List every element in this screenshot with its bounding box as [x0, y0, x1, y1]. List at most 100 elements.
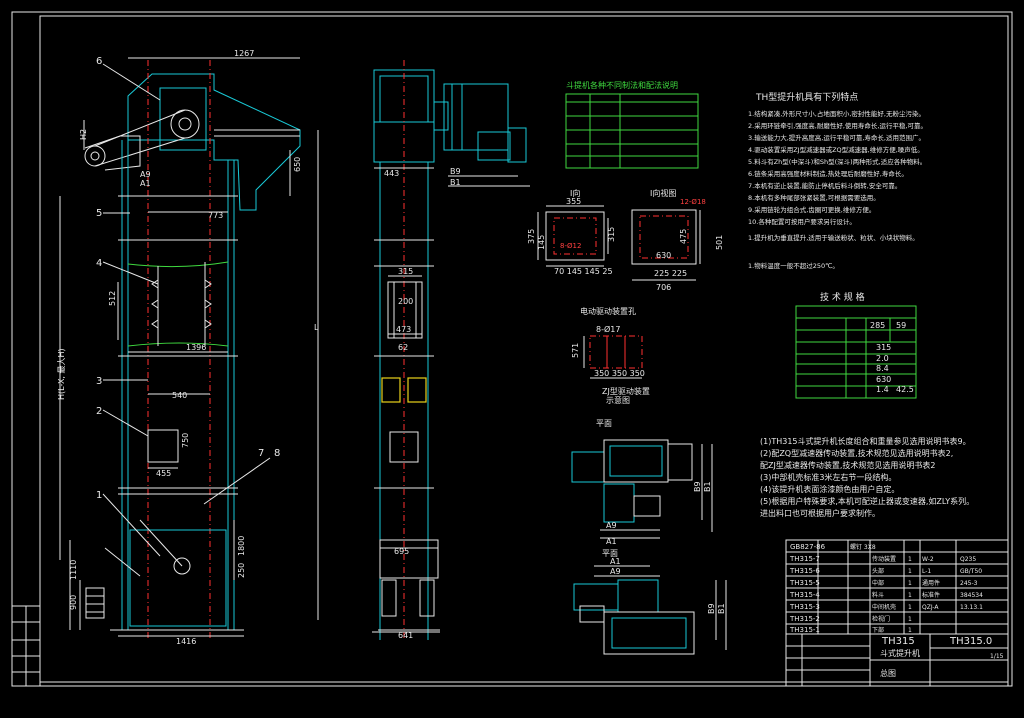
- dim-443: 443: [384, 169, 399, 178]
- dim-630: 630: [656, 251, 671, 260]
- title-block-top-code: GB827-86: [790, 543, 826, 551]
- sheet-number: 1/15: [990, 653, 1004, 660]
- dim-375: 375: [527, 229, 536, 244]
- drive-top-b9: B9: [693, 481, 702, 492]
- side-view: [372, 60, 530, 640]
- dim-1416: 1416: [176, 637, 196, 646]
- side-view-labels: 443 B9 B1 315 200 473 62 695 641: [384, 167, 461, 640]
- feature-line-2: 2.采用环链牵引,强度高,耐磨性好,使用寿命长,运行平稳,可靠。: [748, 121, 927, 130]
- feature-line-7: 7.本机有逆止装置,能防止停机后料斗倒转,安全可靠。: [748, 181, 901, 190]
- part-name-5: 中部: [872, 579, 884, 587]
- flange-view-title: 电动驱动装置孔: [580, 306, 636, 316]
- tech-table-title: 技 术 规 格: [820, 291, 865, 303]
- dim-1110: 1110: [69, 560, 78, 580]
- features-block: TH型提升机具有下列特点 1.结构紧凑,外形尺寸小,占地面积小,密封性能好,无粉…: [748, 91, 927, 270]
- dim-a9: A9: [140, 170, 151, 179]
- note-1: (1)TH315斗式提升机长度组合和重量参见选用说明书表9。: [760, 436, 971, 446]
- tech-value-5: 8.4: [876, 364, 889, 373]
- dim-flange-bottom: 350 350 350: [594, 369, 645, 378]
- config-table: 斗提机各种不同制法和配法说明: [565, 80, 699, 169]
- part-spec-5: QZJ-A: [922, 604, 939, 611]
- dim-inlet-315: 315: [607, 227, 616, 242]
- drive-view-title-1: ZJ型驱动装置: [602, 386, 650, 396]
- tech-value-7: 1.4: [876, 385, 889, 394]
- dim-750: 750: [181, 433, 190, 448]
- note-7: 进出料口也可根据用户要求制作。: [760, 508, 880, 518]
- outer-border: [11, 11, 1013, 687]
- dim-900: 900: [69, 595, 78, 610]
- dim-225: 225 225: [654, 269, 687, 278]
- part-spec-2: L-1: [922, 568, 931, 575]
- drive-top-b1: B1: [703, 481, 712, 492]
- dim-512: 512: [108, 291, 117, 306]
- feature-line-11: 1.提升机为垂直提升,适用于输送粉状、粒状、小块状物料。: [748, 233, 919, 242]
- dim-773: 773: [208, 211, 223, 220]
- side-inspection-door: [389, 431, 419, 463]
- part-number-5: 5: [96, 208, 102, 219]
- side-drive-reducer: [443, 83, 509, 151]
- drawing-number-full: TH315.0: [949, 636, 992, 647]
- dim-200: 200: [398, 297, 413, 306]
- dim-inlet-bottom: 70 145 145 25: [554, 267, 613, 276]
- part-name-1: 下部: [872, 626, 884, 634]
- dim-315: 315: [398, 267, 413, 276]
- note-6: (5)根据用户特殊要求,本机可配逆止器或变速器,如ZLY系列。: [760, 496, 974, 506]
- tail-sprocket: [173, 557, 191, 575]
- outlet-view-label: I向视图: [650, 188, 676, 198]
- dim-1396: 1396: [186, 343, 206, 352]
- drive-flange-view: 电动驱动装置孔 8-Ø17 571 350 350 350: [571, 306, 645, 379]
- part-qty-3: 1: [908, 604, 912, 611]
- drive-plan-view-bottom: 平面 A1 A9 B9 B1: [573, 549, 727, 655]
- part-name-3: 中间机壳: [872, 603, 896, 611]
- drive-bottom-b1: B1: [717, 603, 726, 614]
- drive-bottom-a9: A9: [610, 567, 621, 576]
- dim-side-b1: B1: [450, 178, 461, 187]
- inlet-view-label: I向: [570, 188, 580, 198]
- drive-top-a9: A9: [606, 521, 617, 530]
- inner-border: [39, 15, 1009, 683]
- outlet-bolt-holes: 12-Ø18: [680, 198, 706, 206]
- part-qty-2: 1: [908, 616, 912, 623]
- head-housing: [127, 73, 301, 211]
- part-spec-1: W-2: [922, 556, 934, 563]
- part-number-7: 7: [258, 448, 264, 459]
- dim-695: 695: [394, 547, 409, 556]
- part-qty-4: 1: [908, 592, 912, 599]
- feature-line-8: 8.本机有多种尾部张紧装置,可根据需要选用。: [748, 193, 880, 202]
- dim-473: 473: [396, 325, 411, 334]
- tech-value-2: 59: [896, 321, 906, 330]
- drive-bottom-b9: B9: [707, 603, 716, 614]
- dim-571: 571: [571, 343, 580, 358]
- feature-line-1: 1.结构紧凑,外形尺寸小,占地面积小,密封性能好,无粉尘污染。: [748, 109, 925, 118]
- part-number-8: 8: [274, 448, 280, 459]
- part-code-7: TH315-7: [789, 555, 820, 563]
- part-code-5: TH315-5: [789, 579, 820, 587]
- left-revision-strip: [11, 605, 41, 687]
- side-bucket-section: [387, 281, 423, 339]
- part-number-4: 4: [96, 258, 102, 269]
- dim-475: 475: [679, 229, 688, 244]
- part-code-2: TH315-2: [789, 615, 820, 623]
- part-material-2: GB/T50: [960, 568, 982, 575]
- part-number-2: 2: [96, 406, 102, 417]
- note-2: (2)配ZQ型减速器传动装置,技术规范见选用说明书表2,: [760, 448, 953, 458]
- part-material-4: 384534: [960, 592, 983, 599]
- tech-value-3: 315: [876, 343, 891, 352]
- part-qty-5: 1: [908, 580, 912, 587]
- feature-line-9: 9.采用链轮为组合式,齿圈可更换,维修方便。: [748, 205, 875, 214]
- part-code-6: TH315-6: [789, 567, 820, 575]
- dim-side-b9: B9: [450, 167, 461, 176]
- part-name-7: 传动装置: [872, 555, 896, 563]
- features-title: TH型提升机具有下列特点: [755, 91, 858, 103]
- notes-block: (1)TH315斗式提升机长度组合和重量参见选用说明书表9。 (2)配ZQ型减速…: [760, 436, 974, 518]
- side-bucket-right: [407, 377, 427, 403]
- inlet-opening-view: I向 355 375 145 315 70 145 145 25 8-Ø12: [527, 188, 616, 276]
- feature-line-5: 5.料斗有Zh型(中深斗)和Sh型(深斗)两种形式,适应各种物料。: [748, 157, 926, 166]
- feature-line-12: 1.物料温度一般不超过250℃。: [748, 261, 839, 270]
- dim-length-l: L: [314, 323, 319, 332]
- drawing-number: TH315: [881, 636, 915, 647]
- feature-line-10: 10.各种配置可按用户要求另行设计。: [748, 217, 856, 226]
- note-3: 配ZJ型减速器传动装置,技术规范见选用说明书表2: [760, 460, 935, 470]
- part-spec-4: 标准件: [922, 591, 940, 599]
